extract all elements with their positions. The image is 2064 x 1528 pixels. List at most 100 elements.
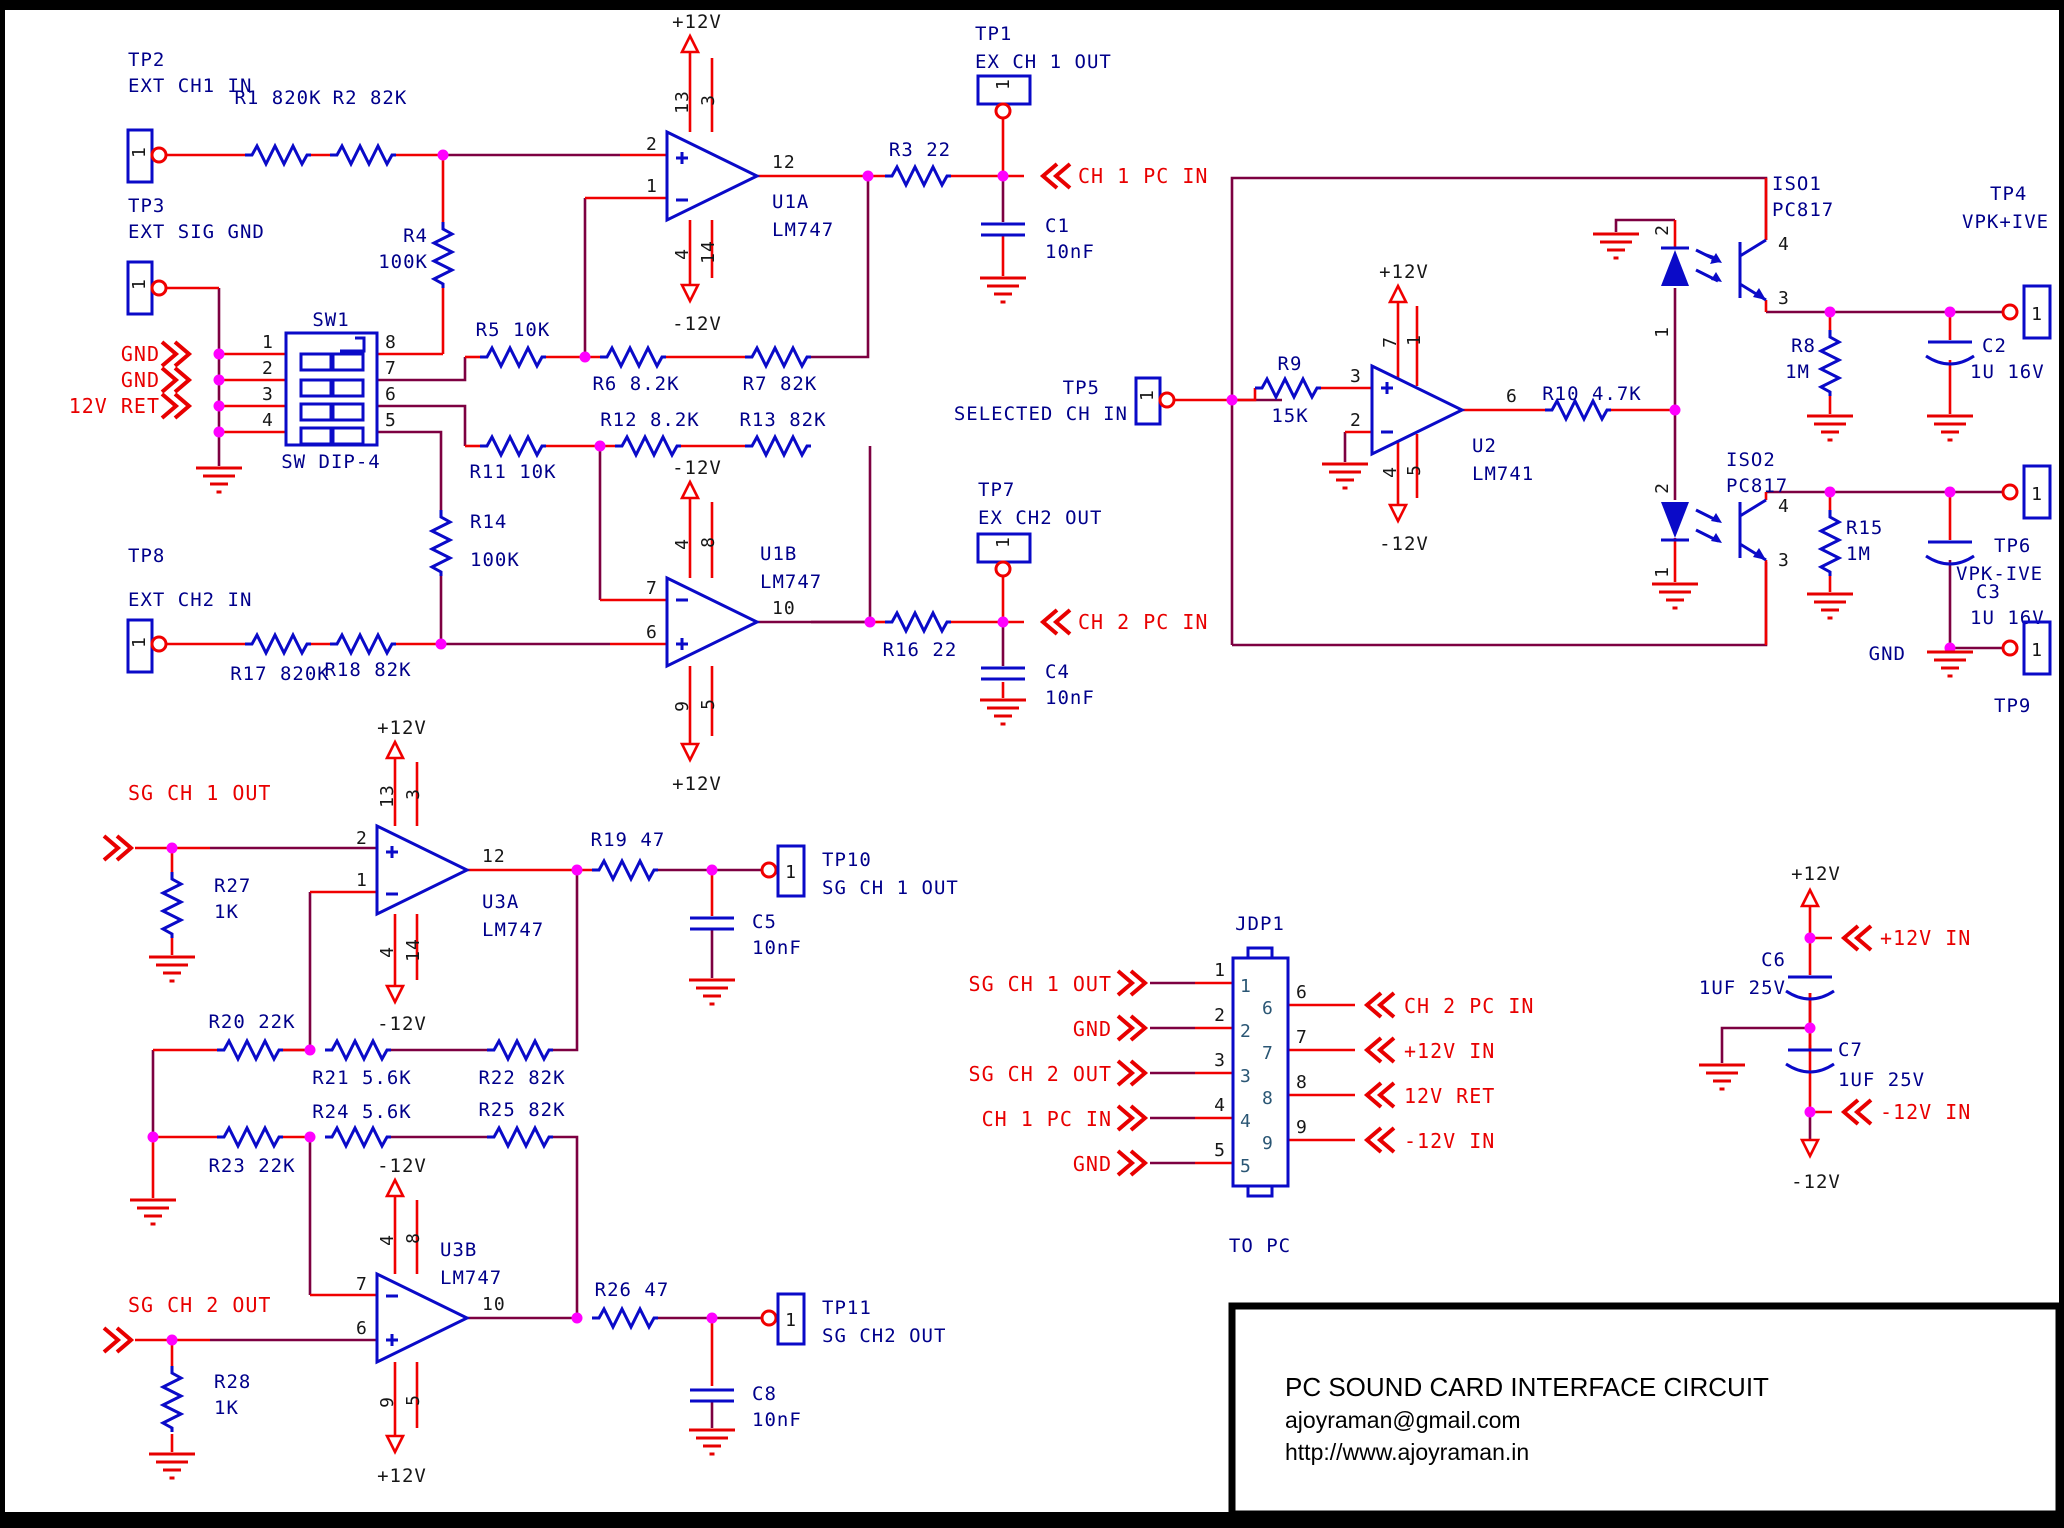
u3b-pin6: 6 (356, 1318, 368, 1339)
sw1-pin5: 5 (385, 410, 397, 431)
tp2-pad (150, 146, 168, 164)
power-arrow-up-icon (680, 34, 700, 54)
resistor-r3 (883, 165, 953, 187)
u2-pin7: 7 (1380, 336, 1401, 348)
resistor-r27 (161, 870, 183, 940)
resistor-r23 (215, 1126, 285, 1148)
u1b-vplus: +12V (672, 773, 722, 795)
title-block: PC SOUND CARD INTERFACE CIRCUIT ajoyrama… (1228, 1302, 2063, 1518)
resistor-r21 (323, 1039, 393, 1061)
r4-val: 100K (378, 251, 428, 273)
c6-ref: C6 (1761, 949, 1786, 971)
u2-pin2: 2 (1350, 410, 1362, 431)
tp8-pad (150, 635, 168, 653)
tp9-pad (2001, 639, 2019, 657)
u2-vplus: +12V (1379, 261, 1429, 283)
jdp1-right-label-2: +12V IN (1404, 1039, 1495, 1063)
jdp1-in5: 5 (1240, 1156, 1252, 1177)
sw1-pin4: 4 (262, 410, 274, 431)
r19-label: R19 47 (591, 829, 666, 851)
iso2-transistor-icon (1739, 498, 1767, 562)
tp5-pin: 1 (1137, 389, 1158, 401)
r14-ref: R14 (470, 511, 507, 533)
tp7-label: EX CH2 OUT (978, 507, 1102, 529)
u2-pin6: 6 (1506, 386, 1518, 407)
tp1-ex-ch1-out: TP1 EX CH 1 OUT 1 (975, 23, 1112, 120)
u3a-vminus: -12V (377, 1013, 427, 1035)
optocoupler-iso1: 2 1 ISO1 PC817 4 3 (1652, 173, 1834, 338)
u1a-polarity-marks (676, 152, 688, 202)
u1b-vminus: -12V (672, 457, 722, 479)
sw1-dip-switch[interactable]: SW1 SW DIP-4 1 2 3 4 8 7 6 5 (262, 309, 397, 473)
title-line3: http://www.ajoyraman.in (1285, 1439, 1529, 1465)
tp4-label: VPK+IVE (1962, 211, 2049, 233)
net-gnd-1: GND (121, 342, 160, 366)
iso1-pin4: 4 (1778, 234, 1790, 255)
jdp1-right-label-4: -12V IN (1404, 1129, 1495, 1153)
resistor-r24 (323, 1126, 393, 1148)
jdp1-in3: 3 (1240, 1066, 1252, 1087)
capacitor-c8 (688, 1388, 736, 1403)
jdp1-in8: 8 (1262, 1088, 1274, 1109)
u1a-pin12: 12 (772, 152, 796, 173)
r23-label: R23 22K (208, 1155, 295, 1177)
tp9-gnd: GND 1 TP9 (1869, 620, 2052, 717)
tp3-pin: 1 (129, 278, 150, 290)
r2-label: R2 82K (333, 87, 408, 109)
tp10-label: SG CH 1 OUT (822, 877, 959, 899)
r25-label: R25 82K (478, 1099, 565, 1121)
iso1-part: PC817 (1772, 199, 1834, 221)
supply-decoupling: +12V +12V IN C6 1UF 25V C7 1UF 25V -12V … (1699, 863, 1970, 1193)
u1a-pin3: 3 (698, 94, 719, 106)
iso2-part: PC817 (1726, 475, 1788, 497)
u1b-pin7: 7 (646, 578, 658, 599)
chevron-right-icon (1116, 1149, 1147, 1177)
r14-val: 100K (470, 549, 520, 571)
resistor-r16 (883, 611, 953, 633)
sw1-pin2: 2 (262, 358, 274, 379)
tp2-ref: TP2 (128, 49, 165, 71)
resistor-r15 (1819, 508, 1841, 578)
u3a-ref: U3A (482, 891, 519, 913)
r15-val: 1M (1846, 543, 1871, 565)
tp4-ref: TP4 (1990, 183, 2027, 205)
light-arrow-icon (1711, 513, 1722, 523)
u1b-polarity-marks (676, 598, 688, 650)
jdp1-in9: 9 (1262, 1133, 1274, 1154)
opamp-u1b: 7 6 10 U1B LM747 -12V 4 8 +12V 9 5 (646, 457, 821, 795)
r11-label: R11 10K (469, 461, 556, 483)
sw1-type: SW DIP-4 (281, 451, 381, 473)
opamp-u3b: 7 6 10 U3B LM747 -12V 4 8 +12V 9 5 (356, 1155, 505, 1487)
tp4-pad (2001, 303, 2019, 321)
power-arrow-down-icon (1388, 503, 1408, 523)
jdp1-body (1231, 956, 1290, 1188)
r22-label: R22 82K (478, 1067, 565, 1089)
tp1-label: EX CH 1 OUT (975, 51, 1112, 73)
tp11-ref: TP11 (822, 1297, 872, 1319)
c1-ref: C1 (1045, 215, 1070, 237)
iso1-ledpin2: 2 (1652, 224, 1673, 236)
jdp1-in2: 2 (1240, 1021, 1252, 1042)
light-arrow-icon (1711, 272, 1722, 282)
sw1-rocker-2[interactable] (299, 378, 365, 398)
tp11-pad (760, 1309, 778, 1327)
u3a-pin4: 4 (377, 946, 398, 958)
jdp1-name: JDP1 (1235, 913, 1285, 935)
title-line2: ajoyraman@gmail.com (1285, 1407, 1521, 1433)
tp4-pin: 1 (2031, 304, 2043, 325)
resistor-r1 (243, 144, 313, 166)
chevron-right-icon (1116, 1014, 1147, 1042)
u1a-pin4: 4 (672, 248, 693, 260)
wires-dark (151, 153, 2004, 1428)
r27-ref: R27 (214, 875, 251, 897)
sw1-rocker-4[interactable] (299, 426, 365, 446)
chevron-left-icon (1365, 1126, 1396, 1154)
jdp1-pin3: 3 (1214, 1050, 1226, 1071)
sw1-rocker-3[interactable] (299, 402, 365, 422)
sw1-rocker-1[interactable] (299, 352, 365, 372)
light-arrow-icon (1711, 253, 1722, 263)
ch2-pc-in-chevron-icon (1041, 608, 1072, 636)
resistor-r8 (1819, 328, 1841, 398)
chevron-left-icon (1365, 1036, 1396, 1064)
